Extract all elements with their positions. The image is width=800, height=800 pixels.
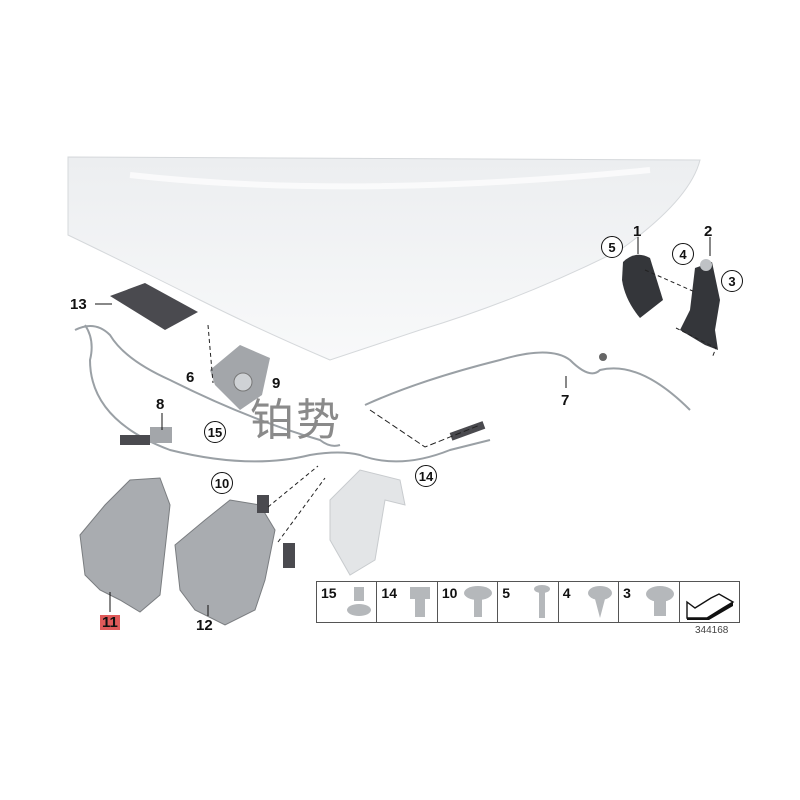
legend-number: 3 [623,585,631,601]
legend-item: 10 [438,582,499,622]
legend-item: 14 [377,582,438,622]
legend-number: 5 [502,585,511,601]
oval-head-screw-icon [464,586,493,617]
pad-13 [110,283,198,330]
callout-7: 7 [561,392,570,409]
callout-1: 1 [633,223,642,240]
lock-12 [174,499,276,626]
cable-clip-icon [347,587,372,616]
callout-12: 12 [196,617,213,634]
legend-item: 5 [498,582,559,622]
fastener-legend: 15 14 10 5 4 3 [316,581,740,623]
expanding-nut-icon [409,587,430,617]
callout-6: 6 [186,369,195,386]
legend-item: 3 [619,582,680,622]
hood-panel [67,156,701,361]
legend-item: 4 [559,582,620,622]
lock-11 [79,477,171,613]
legend-number: 15 [321,585,337,601]
callout-9: 9 [272,375,281,392]
legend-item: 15 [317,582,378,622]
bracket-14 [329,469,406,576]
hinge-2 [680,262,720,350]
callout-5: 5 [601,236,623,258]
plastic-rivet-icon [645,586,674,616]
legend-item [680,582,739,622]
callout-14: 14 [415,465,437,487]
torx-screw-icon [533,585,550,618]
callout-13: 13 [70,296,87,313]
callout-3: 3 [721,270,743,292]
callout-4: 4 [672,243,694,265]
callout-8: 8 [156,396,165,413]
callout-2: 2 [704,223,713,240]
document-number: 344168 [695,625,729,636]
legend-number: 10 [441,585,458,601]
callout-10: 10 [211,472,233,494]
legend-number: 4 [562,585,571,601]
legend-number: 14 [381,585,397,601]
direction-arrow-icon [686,593,735,620]
bracket-1 [622,254,663,318]
callout-11: 11 [100,614,120,631]
self-tapping-screw-icon [588,586,613,618]
callout-15: 15 [204,421,226,443]
watermark: 铂势 [250,395,342,446]
